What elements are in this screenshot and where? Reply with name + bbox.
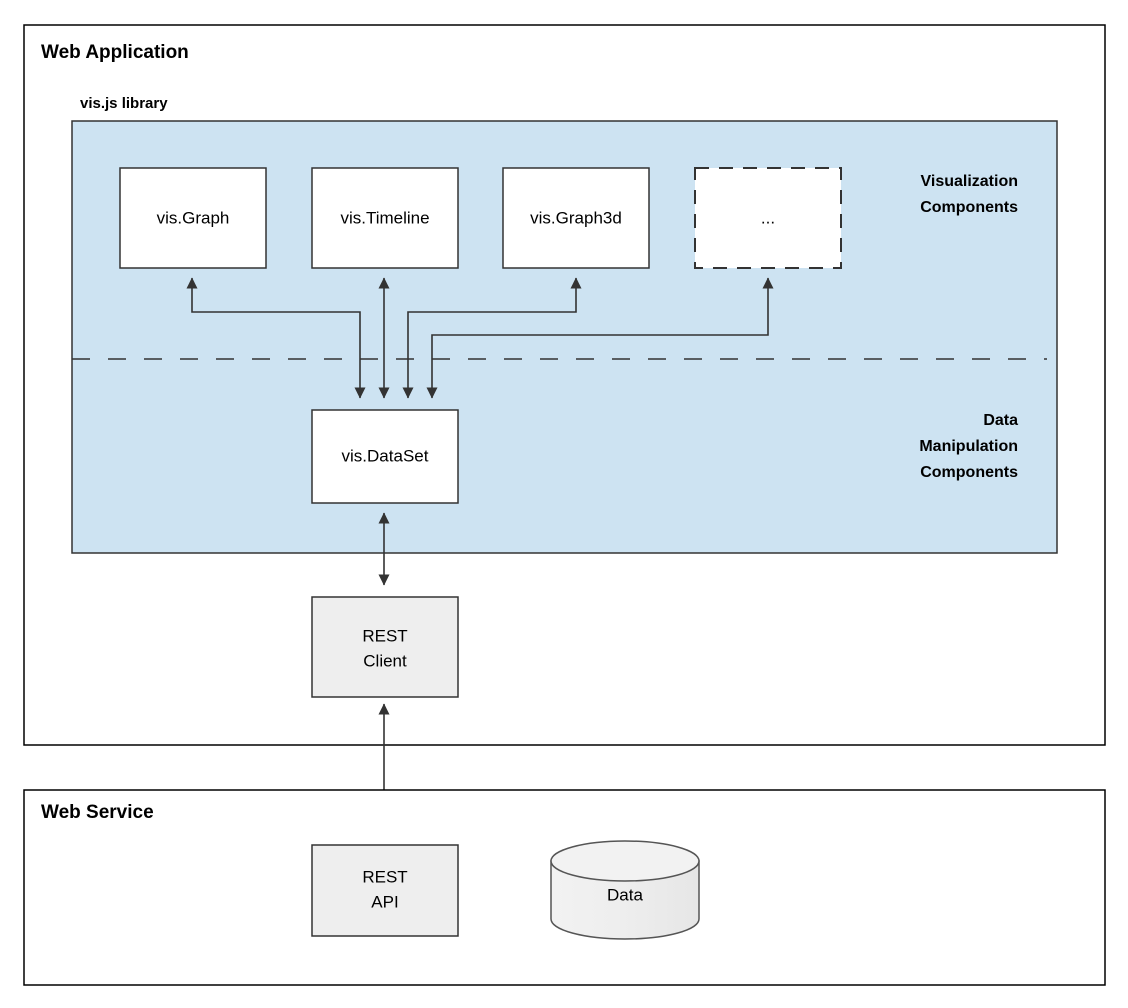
- node-rest-api[interactable]: REST API: [311, 844, 459, 937]
- node-vis-more-label: ...: [761, 208, 775, 227]
- panel-web-service-title: Web Service: [41, 802, 154, 823]
- label-visualization-components: Visualization Components: [920, 173, 1018, 216]
- connector-more-dataset: [426, 277, 774, 399]
- node-rest-client[interactable]: REST Client: [311, 596, 459, 698]
- node-data-store[interactable]: Data: [550, 840, 700, 940]
- node-vis-graph-label: vis.Graph: [157, 208, 230, 227]
- node-data-store-label: Data: [607, 885, 643, 904]
- node-vis-dataset[interactable]: vis.DataSet: [311, 409, 459, 504]
- node-vis-graph3d[interactable]: vis.Graph3d: [502, 167, 650, 269]
- node-vis-graph[interactable]: vis.Graph: [119, 167, 267, 269]
- cylinder-top: [550, 840, 700, 882]
- node-vis-timeline[interactable]: vis.Timeline: [311, 167, 459, 269]
- node-vis-more[interactable]: ...: [694, 167, 842, 269]
- cylinder-body: [550, 860, 700, 940]
- label-data-manipulation-line2: Manipulation: [919, 438, 1018, 455]
- vis-library-title: vis.js library: [80, 95, 168, 112]
- label-visualization-line1: Visualization: [920, 173, 1018, 190]
- label-data-manipulation-components: Data Manipulation Components: [919, 412, 1018, 481]
- label-data-manipulation-line3: Components: [920, 464, 1018, 481]
- panel-web-application-title: Web Application: [41, 42, 189, 63]
- node-vis-graph3d-label: vis.Graph3d: [530, 208, 622, 227]
- label-visualization-line2: Components: [920, 199, 1018, 216]
- node-rest-api-line1: REST: [362, 867, 407, 886]
- node-rest-client-line1: REST: [362, 626, 407, 645]
- label-data-manipulation-line1: Data: [983, 412, 1018, 429]
- node-rest-client-line2: Client: [363, 651, 407, 670]
- connector-graph-dataset: [186, 277, 366, 399]
- node-vis-dataset-label: vis.DataSet: [342, 446, 429, 465]
- node-rest-api-line2: API: [371, 892, 398, 911]
- node-vis-timeline-label: vis.Timeline: [340, 208, 429, 227]
